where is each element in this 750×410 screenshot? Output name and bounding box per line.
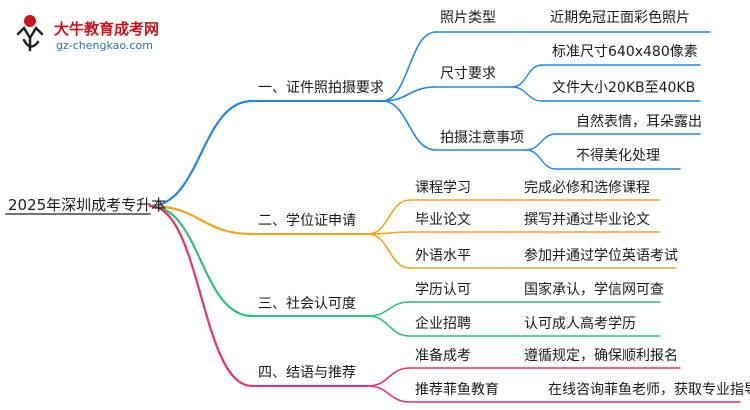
- connector-line: [148, 204, 254, 318]
- logo-title: 大牛教育成考网: [54, 20, 160, 38]
- topic-label: 照片类型: [440, 10, 496, 26]
- connector-line: [367, 233, 411, 269]
- connector-line: [367, 385, 411, 403]
- leaf-label: 近期免冠正面彩色照片: [550, 10, 690, 26]
- connector-line: [148, 99, 254, 208]
- connector-line: [367, 315, 411, 337]
- branch-label: 一、证件照拍摄要求: [258, 80, 384, 96]
- connector-line: [525, 149, 557, 170]
- connector-line: [511, 86, 543, 102]
- topic-label: 拍摄注意事项: [440, 130, 524, 146]
- connector-line: [511, 64, 543, 88]
- leaf-label: 认可成人高考学历: [524, 316, 636, 332]
- topic-label: 学历认可: [415, 282, 471, 298]
- topic-label: 尺寸要求: [440, 66, 496, 82]
- topic-label: 企业招聘: [415, 316, 471, 332]
- connector-line: [148, 204, 254, 236]
- connector-line: [148, 204, 254, 388]
- root-node: 2025年深圳成考专升本: [8, 196, 167, 214]
- leaf-label: 撰写并通过毕业论文: [524, 212, 650, 228]
- leaf-label: 在线咨询菲鱼老师，获取专业指导: [548, 382, 750, 398]
- branch-label: 三、社会认可度: [258, 296, 356, 312]
- connector-line: [381, 86, 437, 102]
- connector-line: [367, 199, 411, 235]
- topic-label: 外语水平: [415, 248, 471, 264]
- topic-label: 毕业论文: [415, 212, 471, 228]
- leaf-label: 不得美化处理: [576, 148, 660, 164]
- connector-line: [525, 133, 557, 151]
- connector-line: [367, 367, 411, 387]
- topic-label: 推荐菲鱼教育: [415, 382, 499, 398]
- leaf-label: 完成必修和选修课程: [524, 180, 650, 196]
- topic-label: 准备成考: [415, 348, 471, 364]
- leaf-label: 参加并通过学位英语考试: [524, 248, 678, 264]
- leaf-label: 标准尺寸640x480像素: [552, 44, 698, 60]
- topic-label: 课程学习: [415, 180, 471, 196]
- leaf-label: 遵循规定，确保顺利报名: [524, 348, 678, 364]
- site-logo[interactable]: 大牛教育成考网 gz-chengkao.com: [10, 12, 200, 58]
- connector-line: [381, 100, 437, 151]
- branch-label: 四、结语与推荐: [258, 365, 356, 381]
- leaf-label: 文件大小20KB至40KB: [552, 80, 696, 96]
- bull-logo-icon: [16, 15, 44, 52]
- leaf-label: 国家承认，学信网可查: [524, 282, 664, 298]
- leaf-label: 自然表情，耳朵露出: [576, 114, 702, 130]
- connector-line: [367, 301, 411, 317]
- logo-url: gz-chengkao.com: [56, 39, 153, 52]
- connector-line: [381, 31, 437, 102]
- branch-label: 二、学位证申请: [258, 213, 356, 229]
